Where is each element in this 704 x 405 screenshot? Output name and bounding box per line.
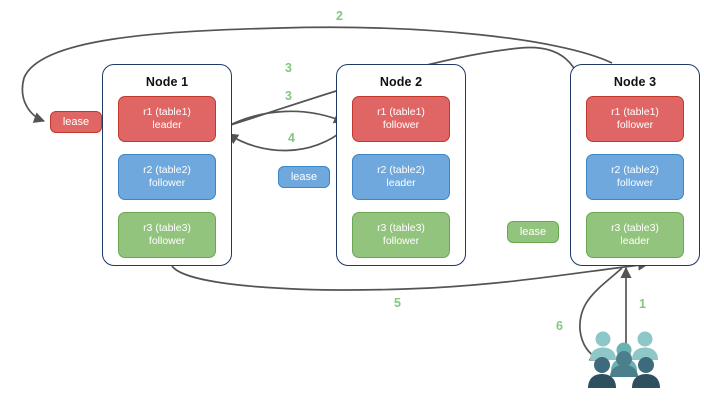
replica-role: follower [382, 119, 420, 131]
node-3-title: Node 3 [613, 75, 657, 89]
node-2-replica-r2[interactable]: r2 (table2) leader [352, 154, 450, 200]
node-2-title: Node 2 [379, 75, 423, 89]
edge-5-path [171, 259, 650, 291]
node-1-title: Node 1 [145, 75, 189, 89]
node-1-replica-r2[interactable]: r2 (table2) follower [118, 154, 216, 200]
lease-badge-r3[interactable]: lease [507, 221, 559, 243]
edge-label-3a: 3 [285, 61, 292, 75]
edge-label-5: 5 [394, 296, 401, 310]
replica-name: r1 (table1) [143, 106, 191, 118]
replica-role: follower [148, 235, 186, 247]
node-1-replica-r3[interactable]: r3 (table3) follower [118, 212, 216, 258]
replica-role: follower [616, 177, 654, 189]
node-1-replica-r1[interactable]: r1 (table1) leader [118, 96, 216, 142]
lease-badge-r1[interactable]: lease [50, 111, 102, 133]
edge-label-1: 1 [639, 297, 646, 311]
replica-role: leader [152, 119, 182, 131]
node-3-replica-r2[interactable]: r2 (table2) follower [586, 154, 684, 200]
replica-role: follower [616, 119, 654, 131]
edge-3b-path [223, 110, 346, 129]
replica-name: r2 (table2) [143, 164, 191, 176]
users-icon[interactable] [586, 330, 662, 390]
edge-label-6: 6 [556, 319, 563, 333]
node-3-container[interactable]: Node 3 r1 (table1) follower r2 (table2) … [570, 64, 700, 266]
node-2-container[interactable]: Node 2 r1 (table1) follower r2 (table2) … [336, 64, 466, 266]
replica-name: r2 (table2) [377, 164, 425, 176]
edge-label-4: 4 [288, 131, 295, 145]
lease-label: lease [62, 116, 90, 128]
lease-label: lease [519, 226, 547, 238]
edge-4-path [227, 127, 347, 152]
node-3-replica-r1[interactable]: r1 (table1) follower [586, 96, 684, 142]
edge-label-2: 2 [336, 9, 343, 23]
node-1-container[interactable]: Node 1 r1 (table1) leader r2 (table2) fo… [102, 64, 232, 266]
replica-role: follower [148, 177, 186, 189]
replica-name: r1 (table1) [377, 106, 425, 118]
replica-name: r3 (table3) [377, 222, 425, 234]
replica-role: leader [620, 235, 650, 247]
replica-name: r3 (table3) [143, 222, 191, 234]
node-3-replica-r3[interactable]: r3 (table3) leader [586, 212, 684, 258]
lease-badge-r2[interactable]: lease [278, 166, 330, 188]
lease-label: lease [290, 171, 318, 183]
node-2-replica-r1[interactable]: r1 (table1) follower [352, 96, 450, 142]
node-2-replica-r3[interactable]: r3 (table3) follower [352, 212, 450, 258]
replica-name: r3 (table3) [611, 222, 659, 234]
replica-role: leader [386, 177, 416, 189]
replica-role: follower [382, 235, 420, 247]
replica-name: r1 (table1) [611, 106, 659, 118]
edge-label-3b: 3 [285, 89, 292, 103]
replica-name: r2 (table2) [611, 164, 659, 176]
